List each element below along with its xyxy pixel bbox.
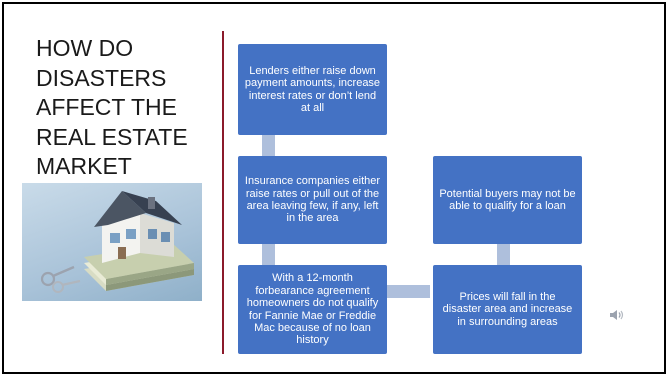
vertical-divider xyxy=(222,31,224,354)
flow-box-insurance: Insurance companies either raise rates o… xyxy=(238,156,387,244)
flow-box-lenders: Lenders either raise down payment amount… xyxy=(238,44,387,135)
flow-box-forbearance: With a 12-month forbearance agreement ho… xyxy=(238,265,387,354)
flow-box-prices-text: Prices will fall in the disaster area an… xyxy=(442,290,573,328)
house-keys-money-photo xyxy=(22,183,202,301)
connector-buyers-prices xyxy=(497,244,510,265)
flow-box-forbearance-text: With a 12-month forbearance agreement ho… xyxy=(246,272,379,347)
connector-lenders-insurance xyxy=(262,135,275,156)
slide-title: HOW DO DISASTERS AFFECT THE REAL ESTATE … xyxy=(36,35,188,179)
slide: HOW DO DISASTERS AFFECT THE REAL ESTATE … xyxy=(2,2,666,374)
speaker-icon[interactable] xyxy=(609,308,625,322)
flow-box-prices: Prices will fall in the disaster area an… xyxy=(433,265,582,354)
flow-box-buyers: Potential buyers may not be able to qual… xyxy=(433,156,582,244)
connector-insurance-forbearance xyxy=(262,244,275,265)
flow-box-insurance-text: Insurance companies either raise rates o… xyxy=(244,175,381,225)
connector-forbearance-prices xyxy=(387,285,430,298)
house-illustration xyxy=(40,191,194,293)
flow-box-buyers-text: Potential buyers may not be able to qual… xyxy=(439,187,576,212)
flow-box-lenders-text: Lenders either raise down payment amount… xyxy=(244,64,381,114)
